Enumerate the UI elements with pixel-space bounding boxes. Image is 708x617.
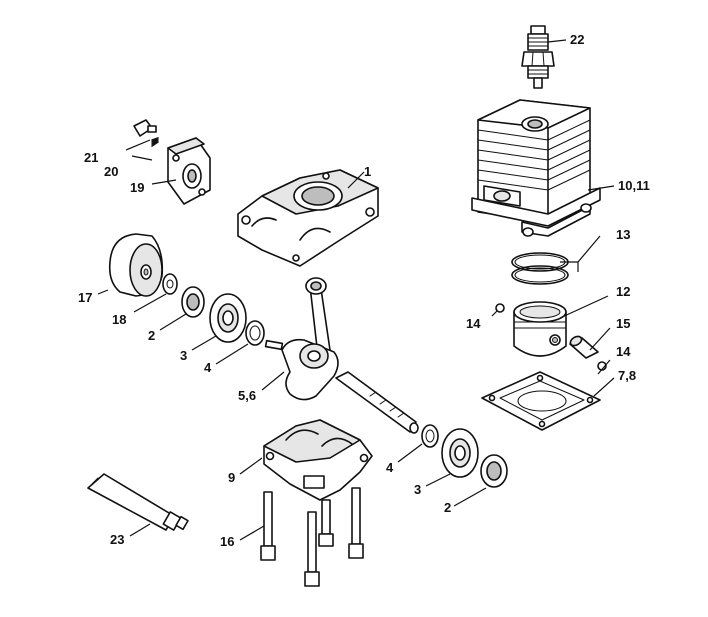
ball-bearing-right	[441, 428, 479, 478]
washer-18	[162, 273, 178, 295]
callout-20: 20	[104, 164, 118, 179]
screw-2	[304, 511, 320, 587]
fitting-nipple	[133, 119, 157, 137]
callout-1: 1	[364, 164, 371, 179]
callout-9: 9	[228, 470, 235, 485]
callout-10-11: 10,11	[618, 178, 650, 193]
washer-right	[421, 424, 439, 448]
callout-labels: 22 1 10,11 13 12 14 15 14 7,8 21 20 19 1…	[78, 32, 650, 549]
callout-3-right: 3	[414, 482, 421, 497]
callout-4-right: 4	[386, 460, 394, 475]
screw-1	[260, 491, 276, 561]
callout-2-right: 2	[444, 500, 451, 515]
callout-19: 19	[130, 180, 144, 195]
callout-2-left: 2	[148, 328, 155, 343]
piston	[513, 301, 567, 357]
callout-21: 21	[84, 150, 98, 165]
callout-18: 18	[112, 312, 126, 327]
callout-14-lower: 14	[616, 344, 631, 359]
piston-pin	[569, 335, 599, 359]
callout-17: 17	[78, 290, 92, 305]
screw-3	[318, 499, 334, 547]
callout-7-8: 7,8	[618, 368, 636, 383]
callout-3-left: 3	[180, 348, 187, 363]
crankshaft	[264, 277, 419, 434]
spark-plug	[521, 25, 555, 89]
circlip-upper	[495, 303, 505, 313]
oil-seal-right	[480, 454, 508, 488]
callout-4-left: 4	[204, 360, 212, 375]
cylinder-gasket	[481, 371, 601, 431]
callout-14-upper: 14	[466, 316, 481, 331]
grease-tube	[87, 473, 189, 531]
callout-15: 15	[616, 316, 630, 331]
oil-seal-left	[181, 286, 205, 318]
crankcase-upper	[237, 169, 379, 267]
callout-16: 16	[220, 534, 234, 549]
crankcase-lower	[263, 419, 373, 501]
washer-left	[245, 320, 265, 346]
callout-23: 23	[110, 532, 124, 547]
callout-13: 13	[616, 227, 630, 242]
intake-manifold	[167, 137, 211, 205]
callout-5-6: 5,6	[238, 388, 256, 403]
ball-bearing-left	[209, 293, 247, 343]
cylinder	[471, 99, 601, 237]
spring	[151, 137, 159, 147]
callout-22: 22	[570, 32, 584, 47]
callout-12: 12	[616, 284, 630, 299]
piston-rings	[511, 252, 569, 285]
fan-housing-cup	[108, 233, 164, 297]
screw-4	[348, 487, 364, 559]
leader-lines	[97, 39, 615, 541]
